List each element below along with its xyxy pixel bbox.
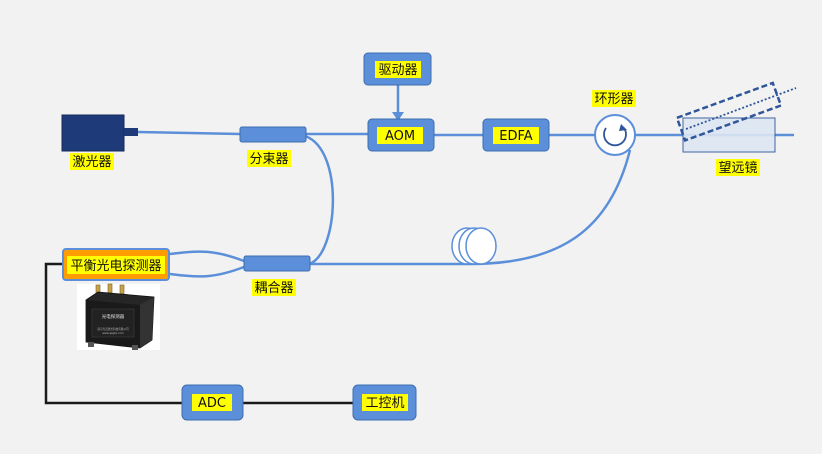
edfa: EDFA	[482, 118, 550, 152]
telescope-beam	[685, 87, 797, 130]
laser-source-icon	[61, 114, 125, 152]
adc-label: ADC	[198, 396, 226, 411]
splitter-label: 分束器	[249, 152, 288, 167]
fiber-splitter-to-coupler	[304, 134, 335, 266]
laser-connector	[124, 128, 138, 136]
adc: ADC	[181, 384, 244, 421]
ipc: 工控机	[352, 384, 417, 421]
driver-label: 驱动器	[378, 63, 417, 78]
coupler: 耦合器	[243, 255, 311, 296]
detector-label: 平衡光电探测器	[70, 259, 161, 274]
fiber-laser-to-splitter	[137, 130, 241, 136]
coupler-box	[243, 255, 311, 272]
splitter: 分束器	[239, 126, 307, 167]
fiber-coupler-to-detector-upper	[169, 250, 245, 263]
coupler-label: 耦合器	[254, 281, 293, 296]
fiber-circulator-to-coil	[469, 149, 632, 266]
laser-label: 激光器	[72, 155, 111, 170]
driver: 驱动器	[363, 52, 432, 86]
telescope-label: 望远镜	[718, 160, 757, 176]
balanced-detector: 平衡光电探测器	[62, 248, 170, 281]
laser-source: 激光器	[61, 114, 138, 170]
fiber-coil-icon	[451, 227, 497, 265]
fiber-coupler-to-detector-lower	[169, 265, 245, 278]
product-company: 南京光迅激光科技有限公司	[97, 327, 129, 331]
splitter-box	[239, 126, 307, 143]
circulator: 环形器	[592, 90, 636, 156]
circulator-body	[594, 114, 636, 156]
ipc-label: 工控机	[365, 396, 404, 411]
cable-detector-adc-ipc	[44, 262, 182, 405]
aom-label: AOM	[385, 129, 415, 144]
arrowhead-icon	[392, 112, 404, 121]
telescope: 望远镜	[675, 81, 797, 176]
detector-photo: 光电探测器 南京光迅激光科技有限公司 www.qzgbx.com	[77, 283, 160, 350]
circulator-label: 环形器	[594, 92, 633, 107]
product-label: 光电探测器	[102, 313, 125, 320]
product-url: www.qzgbx.com	[102, 331, 124, 335]
edfa-label: EDFA	[499, 129, 533, 144]
aom: AOM	[367, 118, 435, 152]
circular-arrow-icon	[603, 124, 627, 147]
